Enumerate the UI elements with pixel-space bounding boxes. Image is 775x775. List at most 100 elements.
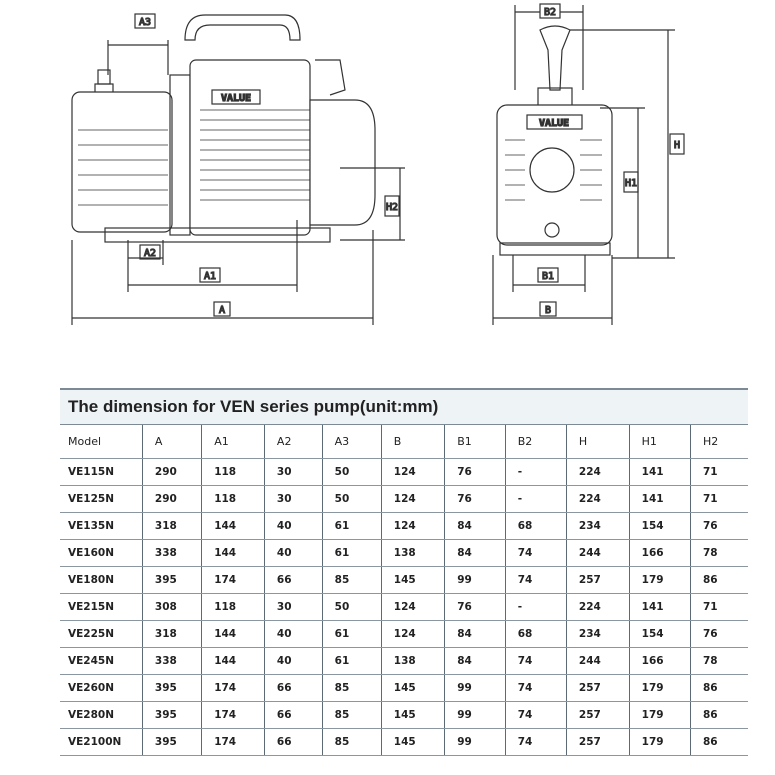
value-cell: 30 (263, 458, 323, 486)
value-cell: 74 (504, 674, 567, 702)
value-cell: 50 (321, 593, 382, 621)
value-cell: 76 (444, 485, 506, 513)
value-cell: 145 (380, 728, 445, 756)
model-cell: VE260N (60, 674, 143, 702)
value-cell: 71 (689, 485, 748, 513)
value-cell: 395 (141, 674, 202, 702)
value-cell: 174 (201, 674, 265, 702)
value-cell: 141 (628, 458, 691, 486)
value-cell: 66 (263, 566, 323, 594)
value-cell: 166 (628, 647, 691, 675)
value-cell: 338 (141, 539, 202, 567)
value-cell: 174 (201, 728, 265, 756)
value-cell: 141 (628, 593, 691, 621)
value-cell: 179 (628, 728, 691, 756)
value-cell: 318 (141, 512, 202, 540)
value-cell: 257 (565, 701, 630, 729)
value-cell: 78 (689, 647, 748, 675)
value-cell: 308 (141, 593, 202, 621)
column-header: B1 (444, 424, 506, 459)
value-cell: 85 (321, 701, 382, 729)
label-h1: H1 (625, 178, 637, 189)
value-cell: 145 (380, 701, 445, 729)
value-cell: - (504, 485, 567, 513)
value-cell: 395 (141, 566, 202, 594)
model-cell: VE245N (60, 647, 143, 675)
value-cell: 61 (321, 512, 382, 540)
value-cell: 234 (565, 620, 630, 648)
label-b: B (545, 305, 551, 316)
value-cell: 66 (263, 701, 323, 729)
value-cell: 85 (321, 566, 382, 594)
column-header: A (141, 424, 202, 459)
value-cell: 85 (321, 674, 382, 702)
value-cell: 144 (201, 647, 265, 675)
value-cell: 174 (201, 701, 265, 729)
table-title: The dimension for VEN series pump(unit:m… (60, 388, 748, 425)
value-cell: 118 (201, 485, 265, 513)
value-cell: 257 (565, 728, 630, 756)
column-header: A1 (201, 424, 265, 459)
value-cell: 84 (444, 647, 506, 675)
value-cell: 50 (321, 458, 382, 486)
label-a: A (219, 305, 225, 316)
model-cell: VE280N (60, 701, 143, 729)
value-cell: 257 (565, 674, 630, 702)
value-cell: 179 (628, 701, 691, 729)
value-cell: 124 (380, 620, 445, 648)
value-cell: 86 (689, 728, 748, 756)
side-view: VALUE A A1 A2 A3 H2 (71, 13, 405, 325)
value-cell: 141 (628, 485, 691, 513)
value-cell: 76 (444, 458, 506, 486)
value-cell: 71 (689, 593, 748, 621)
model-cell: VE135N (60, 512, 143, 540)
value-cell: 338 (141, 647, 202, 675)
label-a3: A3 (139, 17, 151, 28)
value-cell: 68 (504, 620, 567, 648)
model-cell: VE225N (60, 620, 143, 648)
value-cell: 99 (444, 566, 506, 594)
value-cell: 144 (201, 620, 265, 648)
value-cell: 85 (321, 728, 382, 756)
value-cell: 154 (628, 512, 691, 540)
column-header: A2 (263, 424, 323, 459)
value-cell: 395 (141, 728, 202, 756)
value-cell: 99 (444, 728, 506, 756)
model-cell: VE215N (60, 593, 143, 621)
value-cell: 50 (321, 485, 382, 513)
value-cell: 179 (628, 566, 691, 594)
value-cell: 66 (263, 674, 323, 702)
value-cell: 244 (565, 539, 630, 567)
column-header: B2 (504, 424, 567, 459)
value-cell: 99 (444, 674, 506, 702)
model-cell: VE125N (60, 485, 143, 513)
value-cell: 99 (444, 701, 506, 729)
value-cell: 86 (689, 674, 748, 702)
value-cell: 30 (263, 485, 323, 513)
value-cell: 395 (141, 701, 202, 729)
model-cell: VE160N (60, 539, 143, 567)
label-h2: H2 (386, 202, 398, 213)
brand-logo: VALUE (221, 93, 251, 104)
value-cell: 224 (565, 593, 630, 621)
value-cell: 74 (504, 647, 567, 675)
value-cell: 84 (444, 512, 506, 540)
value-cell: 179 (628, 674, 691, 702)
value-cell: 74 (504, 539, 567, 567)
model-cell: VE180N (60, 566, 143, 594)
value-cell: 78 (689, 539, 748, 567)
label-b1: B1 (542, 271, 554, 282)
value-cell: 244 (565, 647, 630, 675)
brand-logo-front: VALUE (539, 118, 569, 129)
value-cell: 61 (321, 620, 382, 648)
value-cell: 84 (444, 620, 506, 648)
value-cell: 154 (628, 620, 691, 648)
value-cell: 76 (689, 620, 748, 648)
